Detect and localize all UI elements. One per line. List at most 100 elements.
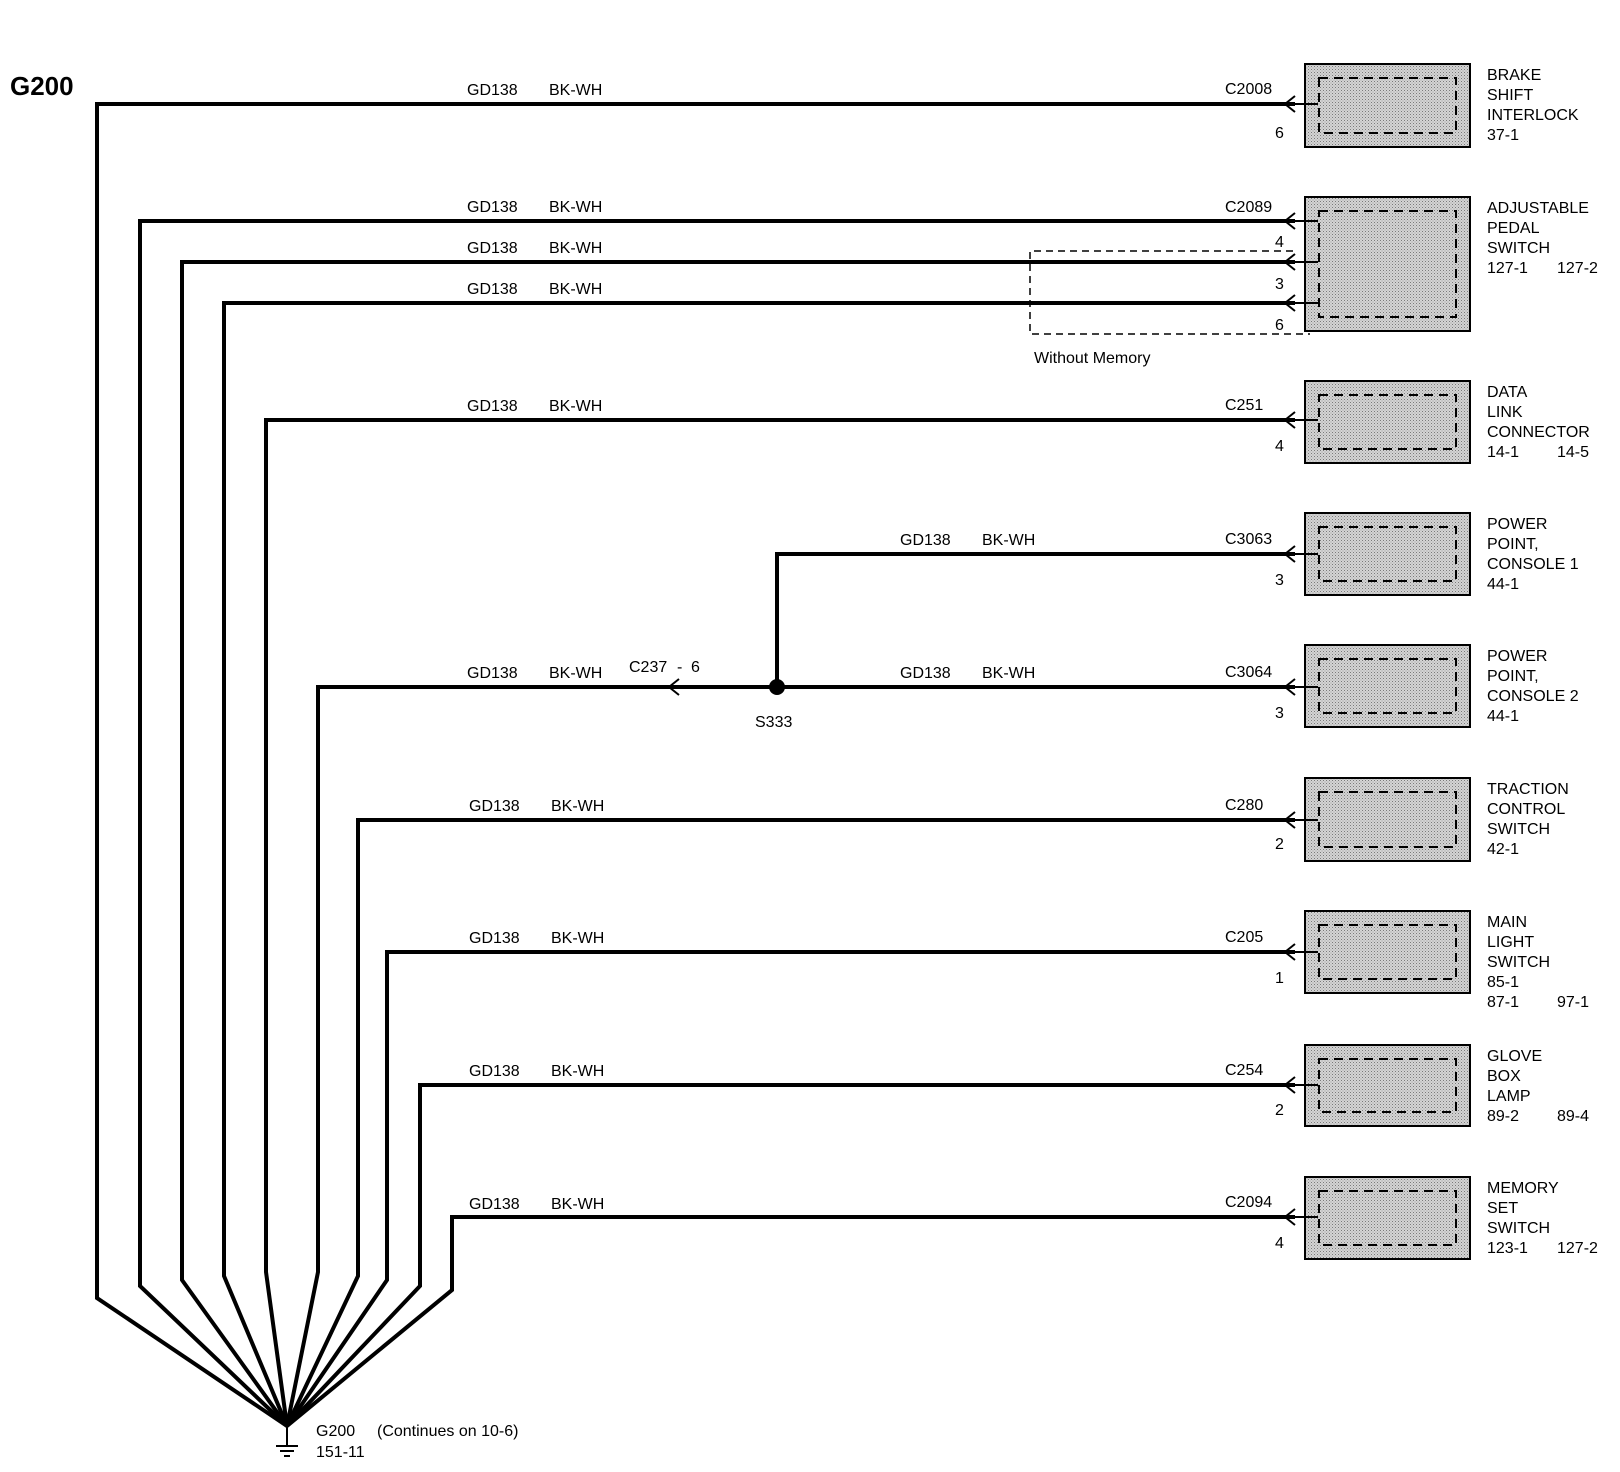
component-name-line: SET — [1487, 1200, 1518, 1217]
connector-arrow — [1283, 294, 1296, 312]
component-ref: 89-2 — [1487, 1108, 1519, 1125]
circuit-label: GD138 — [469, 1196, 520, 1213]
component-ref: 14-1 — [1487, 444, 1519, 461]
connector-arrow — [1283, 212, 1296, 230]
circuit-label: GD138 — [469, 1063, 520, 1080]
ground-wire — [285, 950, 1295, 1428]
component-name-line: CONTROL — [1487, 801, 1565, 818]
component-name-line: POINT, — [1487, 536, 1539, 553]
wire-color-label: BK-WH — [549, 398, 602, 415]
ground-wire — [95, 102, 1295, 1428]
component-inner-outline — [1318, 1190, 1457, 1246]
component-ref: 42-1 — [1487, 841, 1519, 858]
component-ref: 127-2 — [1557, 1240, 1598, 1257]
circuit-label: GD138 — [467, 281, 518, 298]
component-inner-outline — [1318, 210, 1457, 318]
connector-arrow — [1283, 545, 1296, 563]
pin-label: 4 — [1275, 234, 1284, 251]
c237-connector-arrow — [667, 678, 680, 696]
wire-color-label: BK-WH — [549, 82, 602, 99]
component-ref: 14-5 — [1557, 444, 1589, 461]
wire-color-label: BK-WH — [549, 281, 602, 298]
connector-label: C251 — [1225, 397, 1263, 414]
component-inner-outline — [1318, 658, 1457, 714]
component-name-line: POWER — [1487, 648, 1547, 665]
component-inner-outline — [1318, 924, 1457, 980]
connector-arrow — [1283, 95, 1296, 113]
connector-arrow — [1283, 811, 1296, 829]
connector-label: C3063 — [1225, 531, 1272, 548]
wire-color-label: BK-WH — [982, 665, 1035, 682]
circuit-label: GD138 — [467, 665, 518, 682]
component-name-line: SWITCH — [1487, 1220, 1550, 1237]
component-ref: 97-1 — [1557, 994, 1589, 1011]
wire-color-label: BK-WH — [551, 1063, 604, 1080]
component-name-line: SHIFT — [1487, 87, 1533, 104]
c237-separator: - — [677, 659, 682, 676]
without-memory-outline — [1029, 250, 1310, 335]
ground-wire — [222, 301, 1295, 1427]
component-name-line: CONNECTOR — [1487, 424, 1590, 441]
component-ref: 44-1 — [1487, 576, 1519, 593]
component-name-line: POWER — [1487, 516, 1547, 533]
wire-group — [95, 102, 1295, 1428]
component-block — [1304, 196, 1471, 332]
connector-label: C3064 — [1225, 664, 1272, 681]
pin-label: 4 — [1275, 1235, 1284, 1252]
pin-label: 3 — [1275, 705, 1284, 722]
component-name-line: DATA — [1487, 384, 1528, 401]
connector-label: C280 — [1225, 797, 1263, 814]
without-memory-label: Without Memory — [1034, 350, 1150, 367]
wire-color-label: BK-WH — [549, 199, 602, 216]
ground-wire — [285, 818, 1295, 1427]
wire-color-label: BK-WH — [551, 798, 604, 815]
component-name-line: POINT, — [1487, 668, 1539, 685]
component-inner-outline — [1318, 791, 1457, 848]
component-block — [1304, 644, 1471, 728]
component-block — [1304, 1044, 1471, 1127]
wire-color-label: BK-WH — [549, 665, 602, 682]
ground-title: G200 — [10, 71, 74, 101]
component-name-line: MEMORY — [1487, 1180, 1559, 1197]
ground-wire — [285, 1083, 1295, 1428]
circuit-label: GD138 — [469, 798, 520, 815]
wire-color-label: BK-WH — [551, 1196, 604, 1213]
component-name-line: SWITCH — [1487, 954, 1550, 971]
pin-label: 1 — [1275, 970, 1284, 987]
connector-arrow — [1283, 253, 1296, 271]
component-name-line: INTERLOCK — [1487, 107, 1579, 124]
component-name-line: BRAKE — [1487, 67, 1541, 84]
wire-color-label: BK-WH — [982, 532, 1035, 549]
component-ref: 123-1 — [1487, 1240, 1528, 1257]
component-ref: 127-1 — [1487, 260, 1528, 277]
component-name-line: ADJUSTABLE — [1487, 200, 1589, 217]
circuit-label: GD138 — [469, 930, 520, 947]
pin-label: 6 — [1275, 125, 1284, 142]
component-name-line: MAIN — [1487, 914, 1527, 931]
connector-arrow — [1283, 678, 1296, 696]
ground-note: (Continues on 10-6) — [377, 1423, 518, 1440]
component-ref: 89-4 — [1557, 1108, 1589, 1125]
circuit-label: GD138 — [467, 199, 518, 216]
component-name-line: CONSOLE 2 — [1487, 688, 1579, 705]
ground-wire — [264, 418, 1295, 1427]
pin-label: 6 — [1275, 317, 1284, 334]
pin-label: 2 — [1275, 1102, 1284, 1119]
splice-branch-wire — [775, 552, 1295, 687]
component-name-line: CONSOLE 1 — [1487, 556, 1579, 573]
component-inner-outline — [1318, 1058, 1457, 1113]
ground-wire — [285, 685, 777, 1427]
component-block — [1304, 380, 1471, 464]
circuit-label: GD138 — [467, 398, 518, 415]
component-block — [1304, 63, 1471, 148]
component-name-line: LAMP — [1487, 1088, 1531, 1105]
c237-connector-label: C237 — [629, 659, 667, 676]
connector-arrow — [1283, 411, 1296, 429]
component-name-line: GLOVE — [1487, 1048, 1542, 1065]
component-name-line: BOX — [1487, 1068, 1521, 1085]
wire-color-label: BK-WH — [551, 930, 604, 947]
component-inner-outline — [1318, 77, 1457, 134]
connector-label: C205 — [1225, 929, 1263, 946]
ground-symbol — [276, 1426, 298, 1457]
component-group — [1283, 63, 1471, 1260]
